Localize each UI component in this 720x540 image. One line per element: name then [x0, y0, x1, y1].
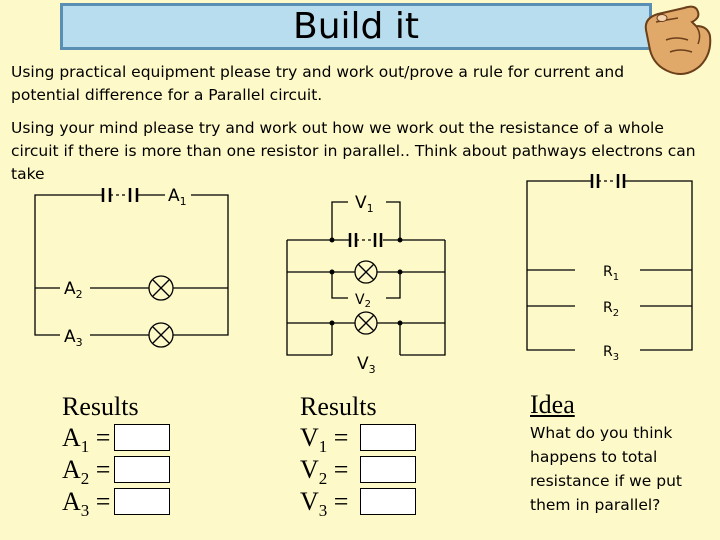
results-v3-row: V3 =: [300, 486, 416, 520]
results-v1-row: V1 =: [300, 422, 416, 456]
idea-title: Idea: [530, 390, 575, 419]
results-v2-row: V2 =: [300, 454, 416, 488]
circuit2-v1-leads: [331, 201, 401, 240]
pointing-hand-icon: [644, 5, 712, 75]
circuit-voltmeters: [286, 201, 446, 356]
lamp-icon: [354, 260, 378, 284]
circuit2-junction-dots: [329, 237, 403, 326]
circuit2-v3-leads: [331, 323, 401, 355]
lamp-icon: [148, 322, 174, 348]
instruction-practical-lead: Using practical equipment: [11, 63, 216, 81]
results-v2-input[interactable]: [360, 456, 416, 483]
results-v-title: Results: [300, 392, 377, 421]
instruction-mind-text: please try and work out how we work out …: [11, 119, 696, 183]
lamp-icon: [354, 311, 378, 335]
circuit2-v2-leads: [331, 272, 401, 299]
instruction-mind: Using your mind please try and work out …: [11, 117, 711, 186]
results-v3-input[interactable]: [360, 488, 416, 515]
results-a2-row: A2 =: [62, 454, 170, 488]
voltmeter-v1-label: V1: [355, 193, 374, 215]
instruction-mind-lead: Using your mind: [11, 119, 139, 137]
resistor-r1-label: R1: [603, 264, 619, 283]
results-a2-input[interactable]: [114, 456, 170, 483]
title-banner: Build it: [60, 3, 652, 50]
instruction-practical-text: please try and work out/prove a rule for…: [11, 63, 625, 104]
voltmeter-v2-label: V2: [355, 292, 371, 310]
circuit1-outer-wire: [34, 194, 229, 336]
ammeter-a1-label: A1: [168, 186, 187, 208]
instruction-practical: Using practical equipment please try and…: [11, 61, 651, 107]
circuit3-outer-wire: [526, 180, 693, 351]
page-title: Build it: [293, 6, 419, 47]
resistor-r2-label: R2: [603, 300, 619, 319]
results-ammeters: Results A1 = A2 = A3 =: [62, 392, 170, 520]
results-a1-input[interactable]: [114, 424, 170, 451]
results-voltmeters: Results V1 = V2 = V3 =: [300, 392, 416, 520]
results-a3-input[interactable]: [114, 488, 170, 515]
ammeter-a2-label: A2: [64, 279, 83, 301]
lamp-icon: [148, 275, 174, 301]
circuit2-right-wire: [400, 240, 446, 356]
idea-question: What do you think happens to total resis…: [530, 424, 682, 514]
circuit2-left-wire: [286, 240, 332, 356]
voltmeter-v3-label: V3: [357, 354, 376, 376]
ammeter-a3-label: A3: [64, 327, 83, 349]
results-v1-input[interactable]: [360, 424, 416, 451]
results-a3-row: A3 =: [62, 486, 170, 520]
results-a-title: Results: [62, 392, 139, 421]
resistor-r3-label: R3: [603, 344, 619, 363]
results-a1-row: A1 =: [62, 422, 170, 456]
circuit-resistors: [526, 174, 693, 351]
